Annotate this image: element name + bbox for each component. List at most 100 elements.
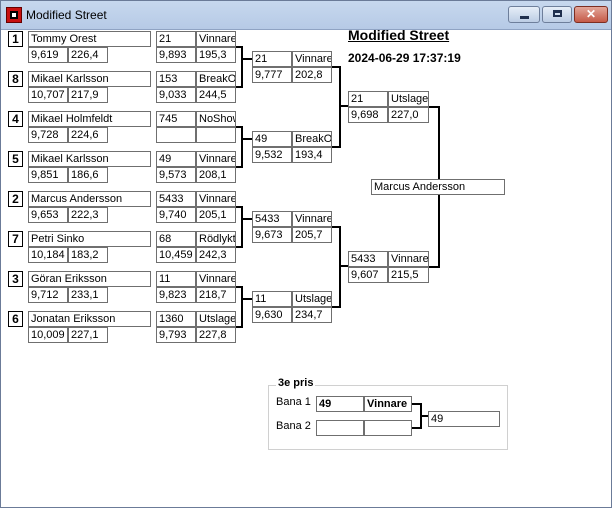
opponent-time[interactable]: 9,573 <box>156 167 196 183</box>
lane2-driver-id[interactable] <box>316 420 364 436</box>
race-result[interactable]: Utslagen <box>292 291 332 307</box>
reaction-time[interactable]: 9,653 <box>28 207 68 223</box>
driver-name[interactable]: Jonatan Eriksson <box>28 311 151 327</box>
title-bar[interactable]: Modified Street ✕ <box>1 1 611 30</box>
opponent-speed[interactable]: 195,3 <box>196 47 236 63</box>
reaction-time[interactable]: 9,712 <box>28 287 68 303</box>
reaction-time[interactable]: 9,607 <box>348 267 388 283</box>
reaction-time[interactable]: 9,728 <box>28 127 68 143</box>
speed-value[interactable]: 234,7 <box>292 307 332 323</box>
opponent-speed[interactable]: 205,1 <box>196 207 236 223</box>
final-winner[interactable]: Marcus Andersson <box>371 179 505 195</box>
driver-name[interactable]: Marcus Andersson <box>28 191 151 207</box>
opponent-id[interactable]: 153 <box>156 71 196 87</box>
opponent-id[interactable]: 11 <box>156 271 196 287</box>
opponent-time[interactable]: 10,459 <box>156 247 196 263</box>
opponent-time[interactable]: 9,893 <box>156 47 196 63</box>
driver-id[interactable]: 21 <box>348 91 388 107</box>
opponent-speed[interactable]: 242,3 <box>196 247 236 263</box>
opponent-speed[interactable]: 208,1 <box>196 167 236 183</box>
race-result[interactable]: Vinnare <box>196 271 236 287</box>
race-result[interactable]: Vinnare <box>292 51 332 67</box>
driver-name[interactable]: Mikael Karlsson <box>28 151 151 167</box>
race-result[interactable]: Utslagen <box>388 91 429 107</box>
reaction-time[interactable]: 10,184 <box>28 247 68 263</box>
opponent-time[interactable]: 9,033 <box>156 87 196 103</box>
bracket-line <box>241 206 243 248</box>
close-button[interactable]: ✕ <box>574 6 608 23</box>
opponent-time[interactable]: 9,823 <box>156 287 196 303</box>
speed-value[interactable]: 222,3 <box>68 207 108 223</box>
speed-value[interactable]: 233,1 <box>68 287 108 303</box>
race-result[interactable]: Vinnare <box>196 151 236 167</box>
driver-id[interactable]: 49 <box>252 131 292 147</box>
lane1-result[interactable]: Vinnare <box>364 396 412 412</box>
race-result[interactable]: Vinnare <box>196 191 236 207</box>
opponent-id[interactable]: 21 <box>156 31 196 47</box>
reaction-time[interactable]: 10,009 <box>28 327 68 343</box>
reaction-time[interactable]: 9,698 <box>348 107 388 123</box>
race-result[interactable]: Vinnare <box>292 211 332 227</box>
race-result[interactable]: Utslagen <box>196 311 236 327</box>
reaction-time[interactable]: 9,630 <box>252 307 292 323</box>
speed-value[interactable]: 215,5 <box>388 267 429 283</box>
driver-name[interactable]: Mikael Holmfeldt <box>28 111 151 127</box>
seed-number: 6 <box>8 311 23 327</box>
opponent-speed[interactable]: 227,8 <box>196 327 236 343</box>
race-result[interactable]: NoShow <box>196 111 236 127</box>
driver-name[interactable]: Göran Eriksson <box>28 271 151 287</box>
driver-name[interactable]: Tommy Orest <box>28 31 151 47</box>
maximize-button[interactable] <box>542 6 572 23</box>
speed-value[interactable]: 193,4 <box>292 147 332 163</box>
speed-value[interactable]: 186,6 <box>68 167 108 183</box>
reaction-time[interactable]: 9,851 <box>28 167 68 183</box>
reaction-time[interactable]: 9,619 <box>28 47 68 63</box>
lane2-result[interactable] <box>364 420 412 436</box>
third-place-winner[interactable]: 49 <box>428 411 500 427</box>
driver-id[interactable]: 11 <box>252 291 292 307</box>
speed-value[interactable]: 227,1 <box>68 327 108 343</box>
opponent-speed[interactable]: 244,5 <box>196 87 236 103</box>
speed-value[interactable]: 226,4 <box>68 47 108 63</box>
speed-value[interactable]: 205,7 <box>292 227 332 243</box>
bracket-line <box>241 46 243 88</box>
opponent-id[interactable]: 5433 <box>156 191 196 207</box>
app-logo-icon[interactable] <box>6 7 22 23</box>
reaction-time[interactable]: 9,777 <box>252 67 292 83</box>
speed-value[interactable]: 202,8 <box>292 67 332 83</box>
race-result[interactable]: BreakOut <box>292 131 332 147</box>
driver-id[interactable]: 5433 <box>348 251 388 267</box>
bracket-line <box>429 266 440 268</box>
opponent-id[interactable]: 1360 <box>156 311 196 327</box>
close-icon: ✕ <box>585 7 597 21</box>
minimize-button[interactable] <box>508 6 540 23</box>
speed-value[interactable]: 183,2 <box>68 247 108 263</box>
driver-name[interactable]: Mikael Karlsson <box>28 71 151 87</box>
driver-name[interactable]: Petri Sinko <box>28 231 151 247</box>
race-result[interactable]: BreakOut <box>196 71 236 87</box>
driver-id[interactable]: 5433 <box>252 211 292 227</box>
reaction-time[interactable]: 10,707 <box>28 87 68 103</box>
opponent-speed[interactable] <box>196 127 236 143</box>
opponent-time[interactable]: 9,740 <box>156 207 196 223</box>
speed-value[interactable]: 217,9 <box>68 87 108 103</box>
opponent-id[interactable]: 49 <box>156 151 196 167</box>
driver-id[interactable]: 21 <box>252 51 292 67</box>
opponent-id[interactable]: 68 <box>156 231 196 247</box>
speed-value[interactable]: 227,0 <box>388 107 429 123</box>
opponent-time[interactable]: 9,793 <box>156 327 196 343</box>
race-result[interactable]: Rödlyktan <box>196 231 236 247</box>
lane1-driver-id[interactable]: 49 <box>316 396 364 412</box>
opponent-speed[interactable]: 218,7 <box>196 287 236 303</box>
race-result[interactable]: Vinnare <box>196 31 236 47</box>
speed-value[interactable]: 224,6 <box>68 127 108 143</box>
bracket-line <box>236 206 243 208</box>
third-place-group <box>268 385 508 450</box>
reaction-time[interactable]: 9,532 <box>252 147 292 163</box>
opponent-id[interactable]: 745 <box>156 111 196 127</box>
reaction-time[interactable]: 9,673 <box>252 227 292 243</box>
race-result[interactable]: Vinnare <box>388 251 429 267</box>
opponent-time[interactable] <box>156 127 196 143</box>
